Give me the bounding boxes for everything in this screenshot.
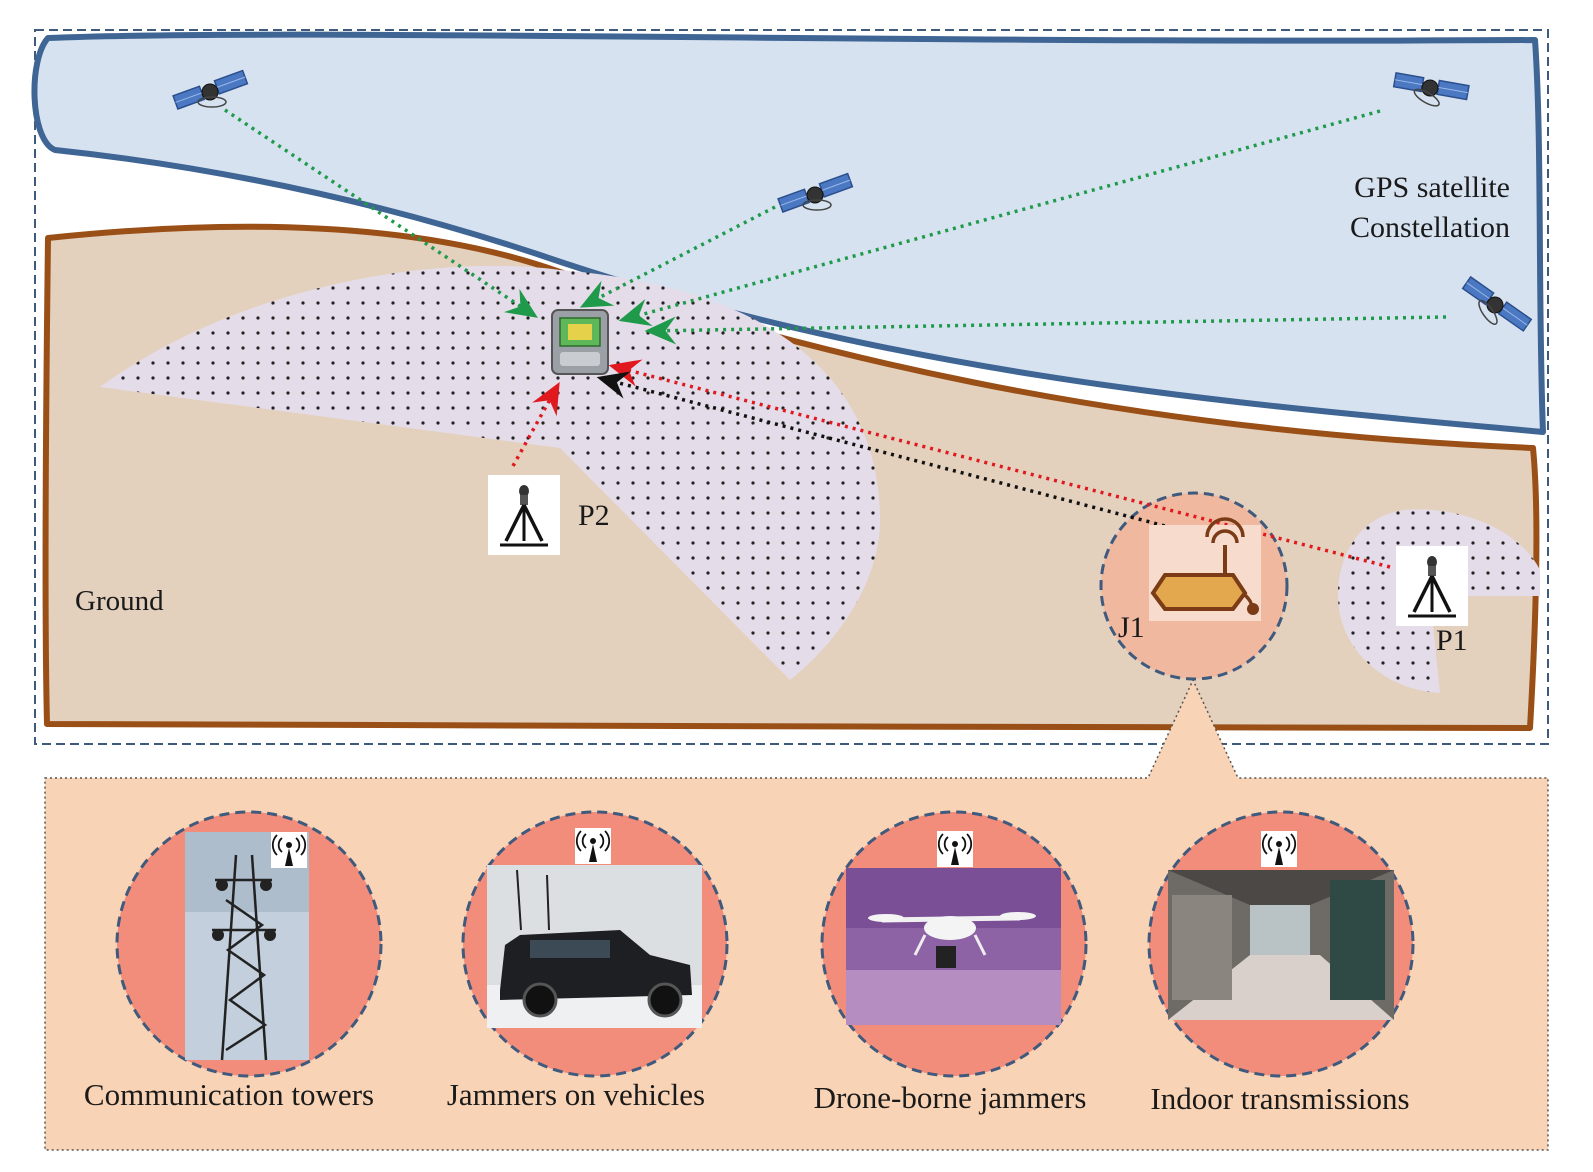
gps-signal-1 [224,108,538,318]
receiver-p1-label: P1 [1436,624,1468,657]
jamming-signal-icon [270,831,308,869]
gnss-receiver-icon [551,309,609,375]
scene-frame [34,29,1549,745]
jammer-type-caption: Drone-borne jammers [814,1080,1087,1115]
gps-constellation-label-line1: GPS satellite [1354,171,1510,204]
jammer-type-caption: Communication towers [84,1077,374,1112]
ground-label: Ground [75,585,164,617]
jamming-signal-icon [936,830,974,868]
jamming-signal-icon [574,827,612,865]
jamming-signal-icon [1260,830,1298,868]
sky-region [31,31,1546,435]
jammer-type-vehicles: Jammers on vehicles [447,810,729,1112]
jammer-types-panel [44,678,1549,1151]
gps-constellation-label-line2: Constellation [1350,211,1510,244]
coverage-area-p1 [1338,509,1540,693]
jam-signal-p1 [608,359,1391,569]
jammer-type-caption: Jammers on vehicles [447,1077,705,1112]
jammer-type-drone: Drone-borne jammers [814,810,1088,1115]
jammer-device-icon [1149,517,1261,621]
jammer-type-caption: Indoor transmissions [1150,1081,1409,1116]
tripod-receiver-p2-icon [486,473,562,557]
jammer-type-indoor: Indoor transmissions [1147,810,1415,1116]
coverage-area-p2 [100,265,880,680]
gps-signal-3 [618,109,1381,327]
gps-signal-4 [644,315,1447,345]
tripod-receiver-p1-icon [1394,544,1470,628]
jammer-j1-label: J1 [1118,611,1145,644]
jam-signal-j1 [596,371,1189,534]
receiver-p2-label: P2 [578,499,610,532]
jammer-type-communication-towers: Communication towers [84,810,383,1112]
